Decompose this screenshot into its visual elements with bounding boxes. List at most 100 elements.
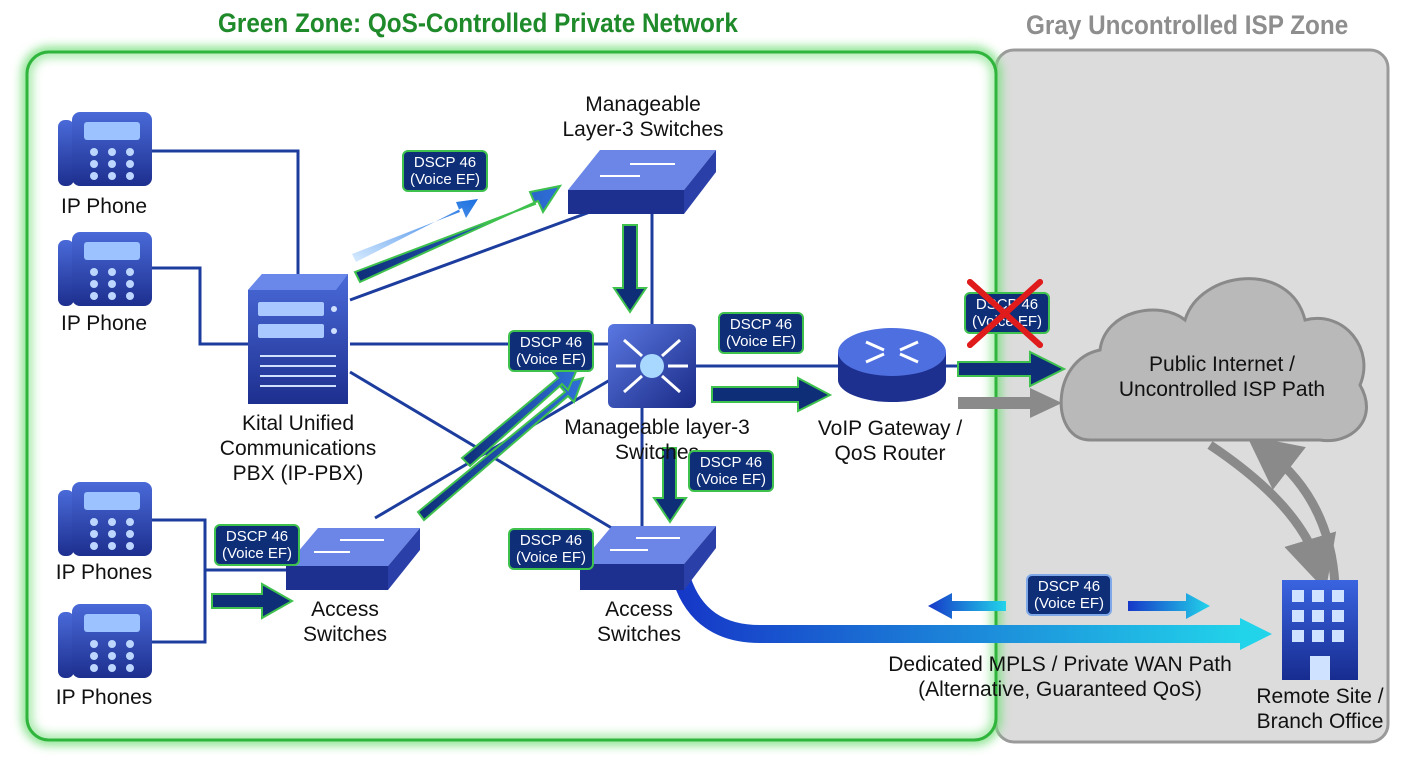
arrow-bright-pbx-l3top xyxy=(352,199,478,262)
remote-label-line1: Remote Site / xyxy=(1256,685,1384,708)
desk-phone-icon xyxy=(58,232,152,306)
l3-top-label-line1: Manageable xyxy=(585,93,701,116)
cloud-label: Public Internet / Uncontrolled ISP Path xyxy=(1119,352,1325,402)
phone-2-label: IP Phone xyxy=(60,312,148,335)
dscp-badge-access-right: DSCP 46(Voice EF) xyxy=(508,528,595,570)
phone-3-label: IP Phones xyxy=(55,561,153,584)
arrow-to-accessleft xyxy=(211,582,295,620)
dscp-badge-blocked: DSCP 46(Voice EF) xyxy=(964,292,1051,334)
pbx-label-line2: Communications xyxy=(219,437,377,460)
access-left-label-line2: Switches xyxy=(302,623,388,646)
badge-text-2: (Voice EF) xyxy=(410,171,481,188)
gateway-label: VoIP Gateway / QoS Router xyxy=(818,416,962,466)
wan-left-arrow xyxy=(928,593,1006,619)
desk-phone-icon xyxy=(58,112,152,186)
voip-gateway-router xyxy=(838,328,946,402)
phone-1-label: IP Phone xyxy=(60,195,148,218)
wan-right-arrow xyxy=(1128,593,1210,619)
badge-text-2: (Voice EF) xyxy=(696,471,767,488)
arrow-gateway-gray xyxy=(958,388,1062,418)
gateway-label-line2: QoS Router xyxy=(834,442,946,465)
cloud-icon xyxy=(1059,277,1368,443)
access-left-label-line1: Access xyxy=(311,598,379,621)
desk-phone-icon xyxy=(58,482,152,556)
building-icon xyxy=(1282,580,1358,680)
access-switch-left xyxy=(286,528,420,590)
badge-text-1: DSCP 46 xyxy=(225,528,289,545)
gray-zone-title: Gray Uncontrolled ISP Zone xyxy=(1026,10,1349,40)
pbx-label-line1: Kital Unified xyxy=(241,412,355,435)
l3-core-label-line2: Switches xyxy=(614,441,700,464)
dscp-badge-core-gateway: DSCP 46(Voice EF) xyxy=(718,312,805,354)
badge-text-2: (Voice EF) xyxy=(726,333,797,350)
pbx-label-line3: PBX (IP-PBX) xyxy=(232,462,364,485)
link-core-accessleft xyxy=(374,378,611,520)
arrow-core-to-accessright xyxy=(652,447,688,524)
dscp-badge-core-access: DSCP 46(Voice EF) xyxy=(688,450,775,492)
phone-4 xyxy=(58,604,152,678)
server-icon xyxy=(248,274,348,404)
access-right-label-line1: Access xyxy=(605,598,673,621)
cloud-label-line2: Uncontrolled ISP Path xyxy=(1118,378,1326,401)
badge-text-2: (Voice EF) xyxy=(1034,595,1105,612)
badge-text-1: DSCP 46 xyxy=(413,154,477,171)
dscp-badge-l3top: DSCP 46(Voice EF) xyxy=(402,150,489,192)
l3-switch-top xyxy=(568,150,716,214)
access-switch-right xyxy=(580,526,716,590)
internet-remote-arrows xyxy=(1207,435,1340,591)
dscp-badge-wan: DSCP 46(Voice EF) xyxy=(1026,574,1113,616)
access-right-label: Access Switches xyxy=(597,597,681,647)
gateway-label-line1: VoIP Gateway / xyxy=(817,417,963,440)
wan-path-label: Dedicated MPLS / Private WAN Path (Alter… xyxy=(888,652,1232,702)
green-zone-title: Green Zone: QoS-Controlled Private Netwo… xyxy=(218,8,738,38)
badge-text-1: DSCP 46 xyxy=(729,316,793,333)
badge-text-1: DSCP 46 xyxy=(519,532,583,549)
wan-path xyxy=(673,576,1272,650)
desk-phone-icon xyxy=(58,604,152,678)
access-left-label: Access Switches xyxy=(303,597,387,647)
cloud-label-line1: Public Internet / xyxy=(1149,353,1295,376)
l3-top-label-line2: Layer-3 Switches xyxy=(562,118,724,141)
remote-label: Remote Site / Branch Office xyxy=(1256,684,1383,734)
qos-arrows xyxy=(211,184,1067,620)
internet-cloud xyxy=(1059,277,1368,443)
arrow-core-to-gateway xyxy=(711,376,833,413)
arrow-l3top-down xyxy=(612,224,648,314)
phone-4-label: IP Phones xyxy=(55,686,153,709)
switch-icon xyxy=(286,528,420,590)
core-switch-icon xyxy=(608,324,696,408)
link-phones-access xyxy=(152,518,290,644)
badge-text-1: DSCP 46 xyxy=(519,334,583,351)
badge-text-2: (Voice EF) xyxy=(972,313,1043,330)
arrow-gateway-to-internet xyxy=(957,350,1067,388)
green-zone-panel xyxy=(25,50,998,742)
arrow-pbx-to-l3top xyxy=(353,184,563,284)
badge-text-2: (Voice EF) xyxy=(516,351,587,368)
arrow-accessleft-to-core-high xyxy=(460,365,580,468)
badge-text-2: (Voice EF) xyxy=(516,549,587,566)
arrow-accessleft-to-core-low xyxy=(416,376,585,522)
dscp-badge-access-left: DSCP 46(Voice EF) xyxy=(214,524,301,566)
access-right-label-line2: Switches xyxy=(596,623,682,646)
dscp-badge-pbx-core: DSCP 46(Voice EF) xyxy=(508,330,595,372)
phone-1 xyxy=(58,112,152,186)
link-pbx-l3top xyxy=(349,210,591,302)
wan-path-label-line2: (Alternative, Guaranteed QoS) xyxy=(918,678,1202,701)
l3-switch-core xyxy=(608,324,696,408)
router-icon xyxy=(838,328,946,402)
remote-building xyxy=(1282,580,1358,680)
switch-icon xyxy=(568,150,716,214)
wan-path-label-line1: Dedicated MPLS / Private WAN Path xyxy=(888,653,1232,676)
remote-label-line2: Branch Office xyxy=(1256,710,1384,733)
l3-top-label: Manageable Layer-3 Switches xyxy=(562,92,723,142)
pbx-server xyxy=(248,274,348,404)
phone-3 xyxy=(58,482,152,556)
badge-text-1: DSCP 46 xyxy=(1037,578,1101,595)
switch-icon xyxy=(580,526,716,590)
badge-text-2: (Voice EF) xyxy=(222,545,293,562)
phone-2 xyxy=(58,232,152,306)
link-phone1-pbx xyxy=(152,149,300,280)
pbx-label: Kital Unified Communications PBX (IP-PBX… xyxy=(220,411,376,486)
badge-text-1: DSCP 46 xyxy=(699,454,763,471)
